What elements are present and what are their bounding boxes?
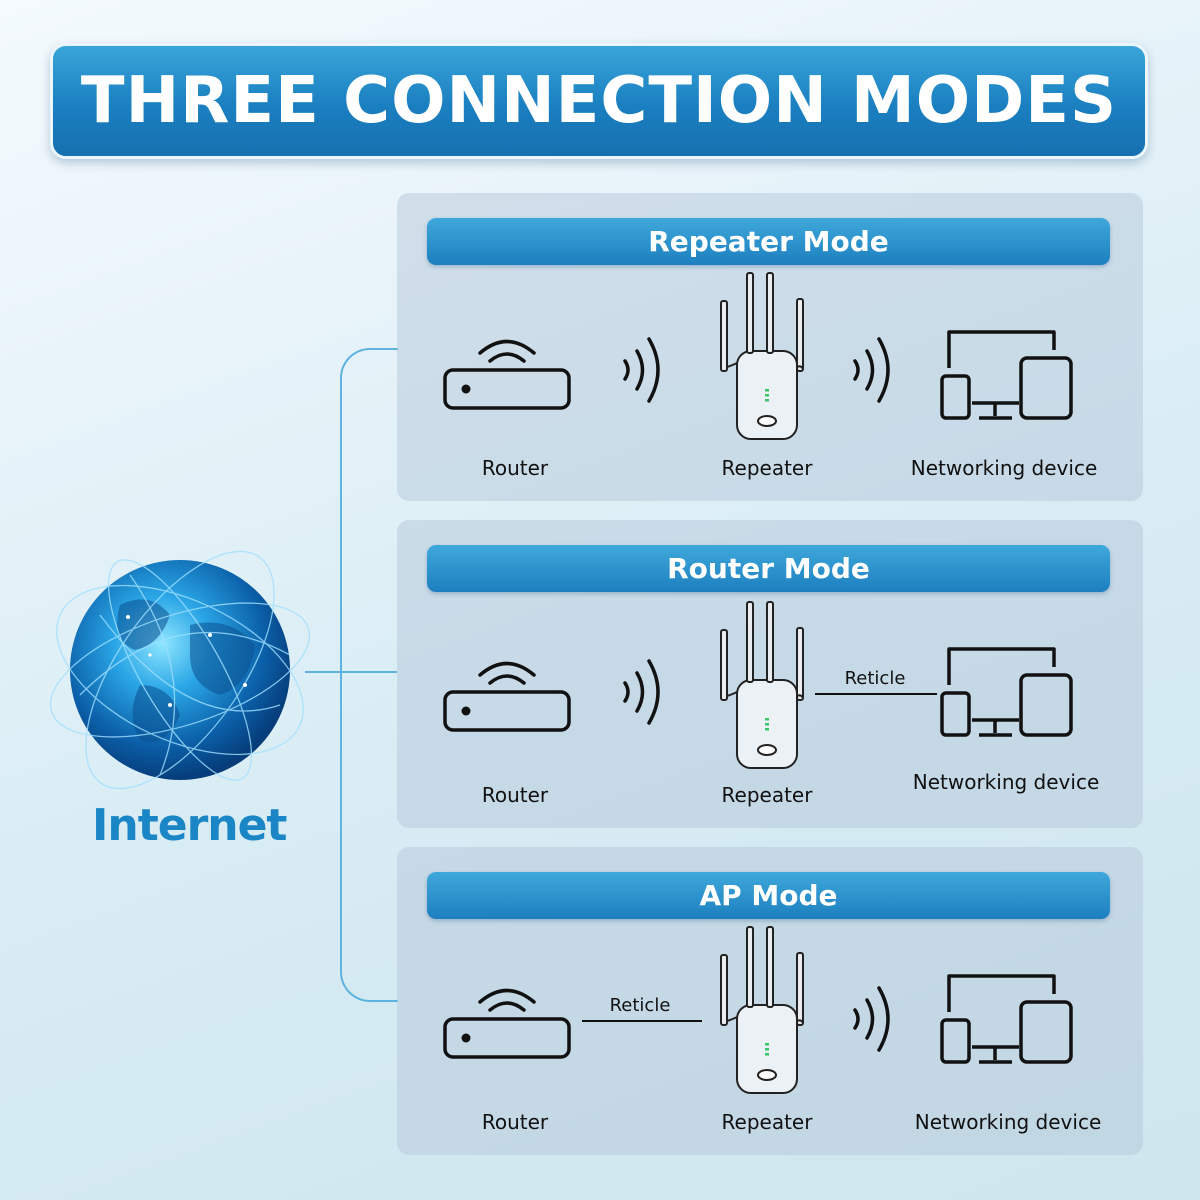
connector-branch [305,671,397,673]
wireless-signal-icon [623,659,660,725]
networking-device-label: Networking device [910,456,1098,480]
networking-device-label: Networking device [912,770,1100,794]
router-label: Router [481,783,549,807]
page-title: THREE CONNECTION MODES [80,64,1118,138]
repeater-label: Repeater [721,456,813,480]
mode-header: AP Mode [427,872,1110,919]
repeater-label: Repeater [721,783,813,807]
repeater-mode-panel: Repeater Mode [397,193,1143,501]
ap-mode-panel: AP Mode Reticle [397,847,1143,1155]
router-label: Router [481,1110,549,1134]
router-mode-panel: Router Mode Reticle [397,520,1143,828]
router-label: Router [481,456,549,480]
wireless-signal-icon [853,337,890,403]
repeater-icon [720,272,804,440]
wireless-signal-icon [623,337,660,403]
connector-line [340,348,398,1002]
networking-device-icon [940,330,1073,420]
networking-device-icon [940,974,1073,1064]
router-icon [443,339,571,410]
internet-label: Internet [92,800,287,851]
title-banner: THREE CONNECTION MODES [50,43,1148,159]
ethernet-cable-line [815,693,937,695]
ethernet-cable-line [582,1020,702,1022]
cable-label: Reticle [844,668,906,689]
wireless-signal-icon [853,986,890,1052]
mode-title: Repeater Mode [648,225,889,258]
router-icon [443,988,571,1059]
repeater-icon [720,601,804,769]
mode-title: AP Mode [699,879,838,912]
router-icon [443,661,571,732]
networking-device-label: Networking device [914,1110,1102,1134]
repeater-icon [720,926,804,1094]
mode-title: Router Mode [667,552,870,585]
repeater-label: Repeater [721,1110,813,1134]
mode-header: Repeater Mode [427,218,1110,265]
globe-icon [49,550,311,790]
mode-header: Router Mode [427,545,1110,592]
cable-label: Reticle [609,995,671,1016]
networking-device-icon [940,647,1073,737]
